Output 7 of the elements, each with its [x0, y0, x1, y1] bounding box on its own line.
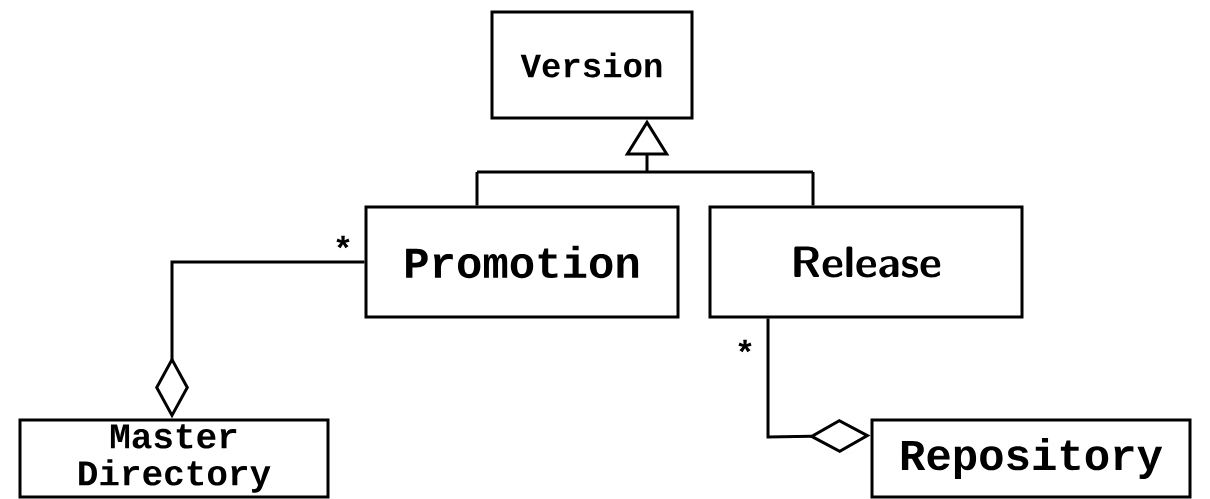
class-box: Master Directory — [18, 418, 330, 499]
class-box: Promotion — [364, 205, 680, 319]
multiplicity-label: * — [336, 235, 350, 249]
class-box: Repository — [870, 418, 1192, 499]
class-box: Version — [490, 10, 694, 120]
class-box: Release — [708, 205, 1024, 319]
multiplicity-label: * — [738, 339, 752, 353]
